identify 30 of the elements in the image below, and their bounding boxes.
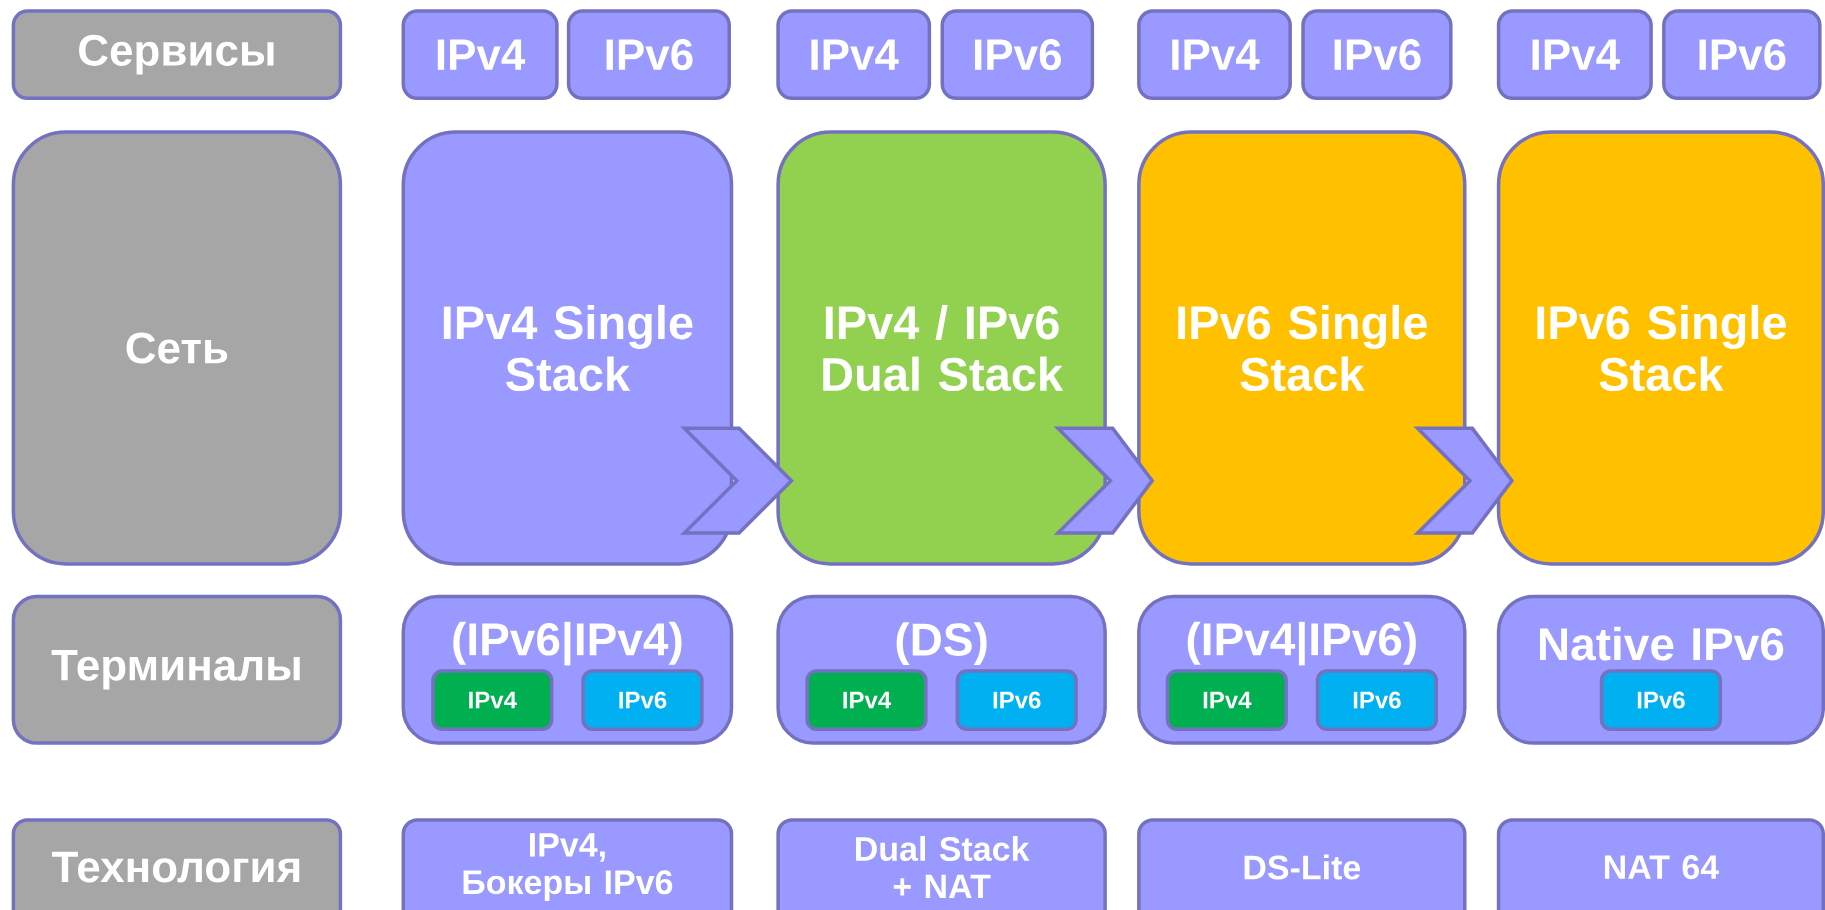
network-stack-box: IPv4 Single Stack <box>401 130 734 566</box>
technology-box: Dual Stack + NAT <box>776 818 1107 910</box>
row-label: Терминалы <box>11 594 343 745</box>
service-box: IPv6 <box>940 9 1095 101</box>
service-box: IPv4 <box>401 9 559 101</box>
protocol-chip: IPv6 <box>955 669 1078 731</box>
protocol-chip: IPv4 <box>1165 669 1288 731</box>
service-box: IPv4 <box>1137 9 1292 101</box>
service-box: IPv4 <box>776 9 932 101</box>
technology-box: DS-Lite <box>1137 818 1467 910</box>
network-stack-box: IPv6 Single Stack <box>1137 130 1467 566</box>
service-box: IPv6 <box>1662 9 1822 101</box>
protocol-chip: IPv6 <box>1599 669 1722 731</box>
service-box: IPv6 <box>1301 9 1453 101</box>
protocol-chip: IPv6 <box>581 669 704 731</box>
row-label: Технология <box>11 818 343 910</box>
service-box: IPv4 <box>1496 9 1653 101</box>
technology-box: NAT 64 <box>1496 818 1825 910</box>
chevron-arrow <box>1413 426 1515 535</box>
protocol-chip: IPv4 <box>805 669 928 731</box>
protocol-chip: IPv4 <box>431 669 554 731</box>
row-label: Сеть <box>11 130 343 566</box>
network-stack-box: IPv4 / IPv6 Dual Stack <box>776 130 1107 566</box>
row-label: Сервисы <box>11 9 343 101</box>
technology-box: IPv4, Бокеры IPv6 <box>401 818 734 910</box>
chevron-arrow <box>1053 426 1155 535</box>
service-box: IPv6 <box>566 9 731 101</box>
network-stack-box: IPv6 Single Stack <box>1496 130 1825 566</box>
protocol-chip: IPv6 <box>1315 669 1438 731</box>
chevron-arrow <box>680 426 794 535</box>
